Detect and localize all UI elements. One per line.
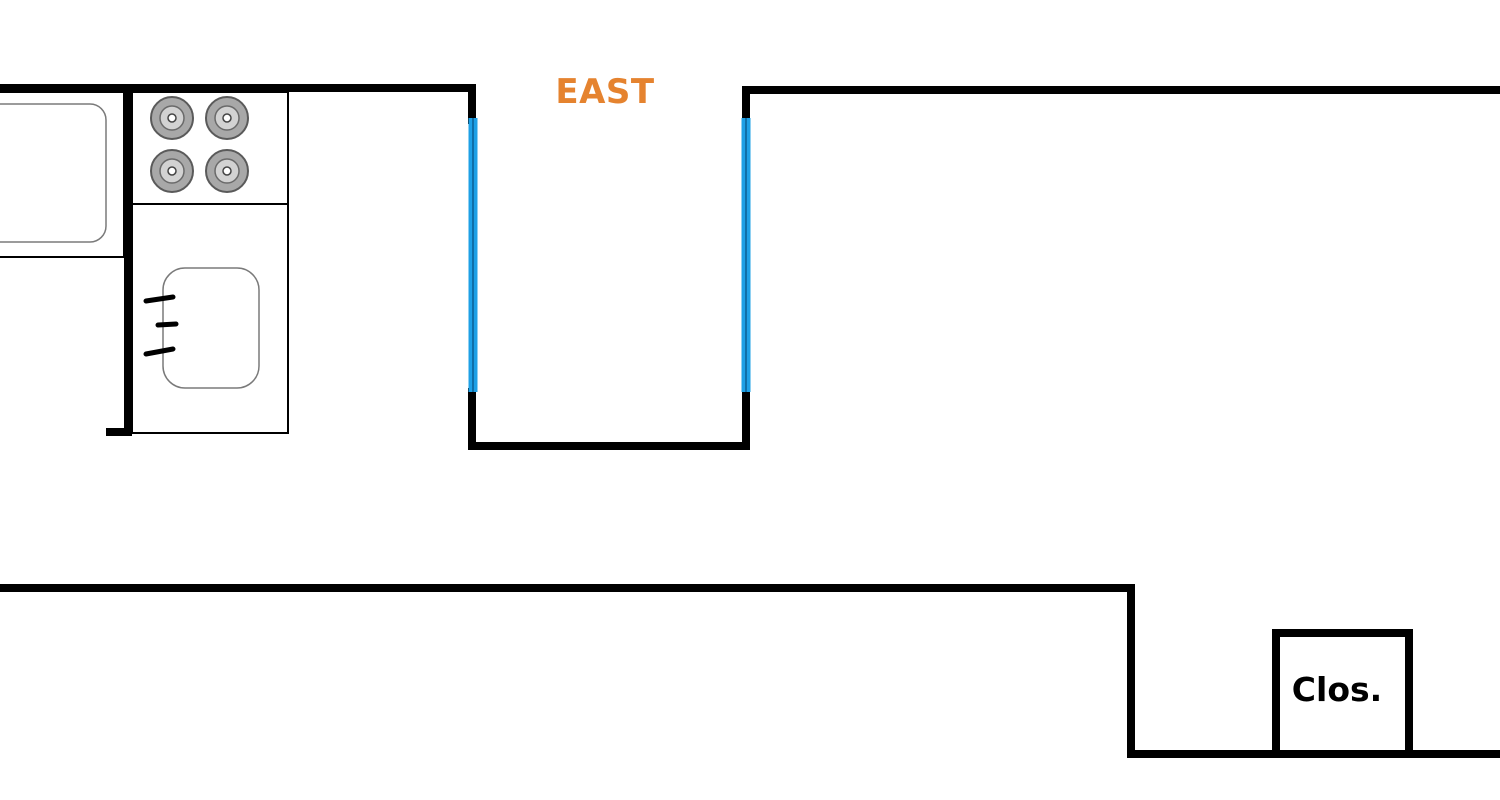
top-wall-right [742, 86, 1500, 124]
sink-cabinet [131, 203, 289, 434]
alcove-wall [468, 388, 750, 450]
closet-label: Clos. [1291, 670, 1383, 709]
closet [1272, 629, 1413, 758]
burner-icon [205, 96, 249, 140]
left-counter [0, 91, 125, 258]
faucet-icon [143, 294, 179, 357]
top-wall-left [0, 84, 476, 124]
burner-icon [205, 149, 249, 193]
compass-direction-label: EAST [555, 72, 655, 112]
left-appliance [0, 103, 107, 243]
sink-basin-icon [162, 267, 260, 389]
kitchen-divider-wall [106, 88, 132, 436]
burner-icon [150, 149, 194, 193]
stove-burners-icon [150, 96, 249, 193]
burner-icon [150, 96, 194, 140]
